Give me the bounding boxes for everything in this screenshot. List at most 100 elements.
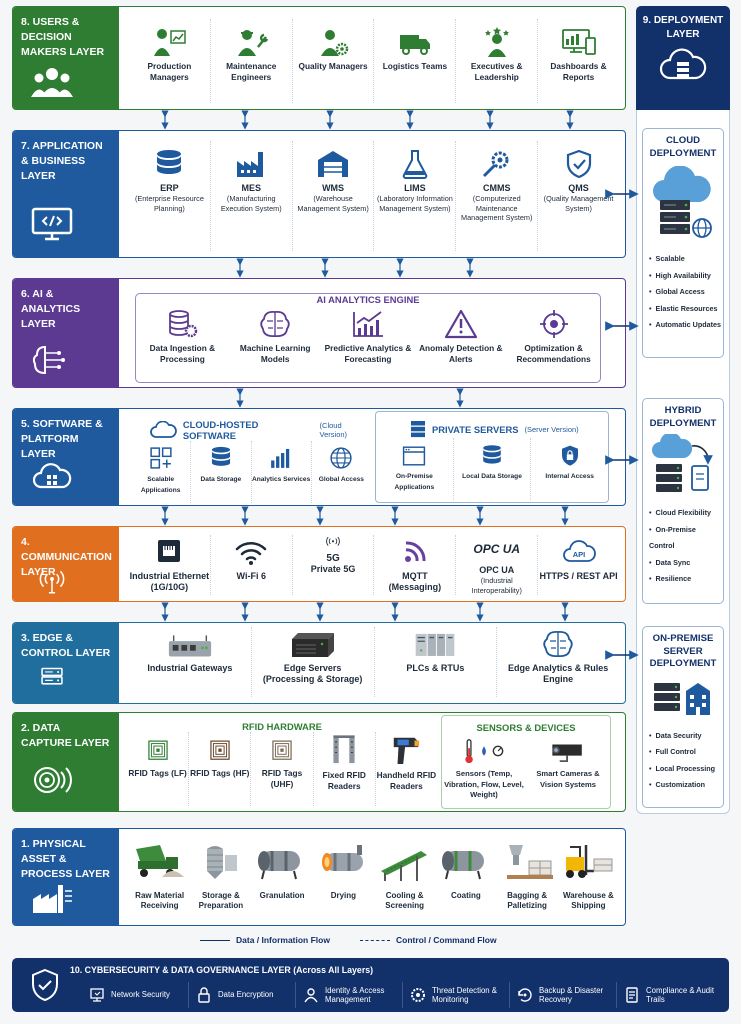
comm-sub: (1G/10G) <box>150 582 189 592</box>
layer-software-title: 5. Software & Platform Layer <box>21 418 103 460</box>
sensor-cameras: Smart Cameras & Vision Systems <box>526 733 610 805</box>
app-sub: (Laboratory Information Management Syste… <box>376 194 453 213</box>
layer-application-title: 7. Application & Business Layer <box>21 140 103 182</box>
comm-rest-api: API HTTPS / REST API <box>537 535 619 595</box>
rfid-tag-lf: RFID Tags (LF) <box>127 732 188 806</box>
layer-capture-title: 2. Data Capture Layer <box>21 722 110 749</box>
comm-mqtt: MQTT (Messaging) <box>373 535 455 595</box>
process-coating: Coating <box>435 833 496 919</box>
app-wms: WMS (Warehouse Management System) <box>291 141 374 251</box>
process-label: Granulation <box>259 891 305 900</box>
software-item-label: Data Storage <box>200 476 242 483</box>
deploy-point: Customization <box>649 777 723 794</box>
software-item-label: Scalable Applications <box>140 476 181 494</box>
rfid-signal-icon <box>34 767 72 793</box>
mqtt-icon <box>404 541 426 562</box>
audit-icon <box>626 987 638 1003</box>
layer-ai: 6. AI & Analytics Layer AI ANALYTICS ENG… <box>12 278 626 388</box>
lock-icon <box>198 987 210 1003</box>
process-label: Warehouse & Shipping <box>562 891 614 910</box>
layer-edge-title: 3. Edge & Control Layer <box>21 632 111 659</box>
sec-identity: Identity & Access Management <box>295 982 402 1008</box>
forklift-icon <box>566 845 613 878</box>
private-servers-title: PRIVATE SERVERS <box>432 423 519 435</box>
server-rack-icon <box>411 421 425 438</box>
users-group-icon <box>31 68 73 97</box>
apps-grid-icon <box>150 447 172 469</box>
data-gear-icon <box>169 310 198 338</box>
cloud-software-sub: (Cloud Version) <box>319 421 348 439</box>
process-label: Coating <box>450 891 481 900</box>
app-cmms: CMMS (Computerized Maintenance Managemen… <box>455 141 537 251</box>
deploy-hybrid: Hybrid Deployment Cloud Flexibility On-P… <box>642 398 724 604</box>
api-cloud-icon: API <box>562 540 596 562</box>
software-item-label: Internal Access <box>545 473 594 480</box>
app-title: QMS <box>568 183 589 193</box>
layer-application: 7. Application & Business Layer ERP (Ent… <box>12 130 626 258</box>
hybrid-sync-icon <box>652 432 713 492</box>
rfid-hardware-section: RFID HARDWARE RFID Tags (LF) RFID Tags (… <box>127 713 437 811</box>
app-title: CMMS <box>482 183 511 193</box>
process-granulation: Granulation <box>252 833 313 919</box>
executive-stars-icon <box>484 27 509 57</box>
fixed-reader-icon <box>333 735 355 764</box>
ai-optimization: Optimization & Recommendations <box>507 305 600 383</box>
deployment-title: 9. Deployment Layer <box>642 15 724 40</box>
layer-capture-label: 2. Data Capture Layer <box>13 713 119 811</box>
shield-check-icon <box>566 149 591 179</box>
deploy-point: Local Processing <box>649 761 723 778</box>
bagging-icon <box>507 845 554 879</box>
sensors-section: SENSORS & DEVICES Sensors (Temp, Vibrati… <box>441 715 611 809</box>
security-title: 10. CYBERSECURITY & DATA GOVERNANCE LAYE… <box>70 965 374 975</box>
app-sub: (Computerized Maintenance Management Sys… <box>461 194 533 222</box>
cloud-server-icon <box>659 48 707 80</box>
flask-icon <box>402 150 428 179</box>
database-icon <box>157 150 182 174</box>
user-label: Production Managers <box>147 61 192 82</box>
manager-chart-icon <box>154 29 187 56</box>
gateway-icon <box>168 635 211 657</box>
opcua-icon: OPC UA <box>473 537 520 561</box>
cloud-apps-icon <box>32 463 72 489</box>
sec-item-label: Compliance & Audit Trails <box>646 985 715 1005</box>
layer-ai-label: 6. AI & Analytics Layer <box>13 279 119 387</box>
rfid-item-label: RFID Tags (UHF) <box>261 768 303 789</box>
warning-icon <box>444 309 477 339</box>
process-drying: Drying <box>313 833 374 919</box>
rfid-item-label: RFID Tags (HF) <box>190 768 250 778</box>
deploy-hybrid-title: Hybrid Deployment <box>649 405 717 429</box>
rfid-tag-uhf: RFID Tags (UHF) <box>250 732 312 806</box>
process-bagging: Bagging & Palletizing <box>497 833 558 919</box>
rfid-tag-lf-icon <box>147 740 168 760</box>
onprem-building-icon <box>654 682 710 715</box>
silo-icon <box>206 846 237 879</box>
process-label: Drying <box>330 891 357 900</box>
legend-control-flow-label: Control / Command Flow <box>395 935 497 945</box>
truck-dump-icon <box>135 845 184 877</box>
app-sub: (Quality Management System) <box>543 194 614 213</box>
user-label: Quality Managers <box>298 61 368 71</box>
rfid-item-label: RFID Tags (LF) <box>128 768 187 778</box>
dryer-icon <box>322 845 364 871</box>
cloud-software-section: CLOUD-HOSTED SOFTWARE (Cloud Version) Sc… <box>131 409 371 505</box>
layer-communication-label: 4. Communication Layer <box>13 527 119 601</box>
arrows-users-app <box>161 110 574 130</box>
camera-icon <box>552 744 582 763</box>
layer-edge: 3. Edge & Control Layer Industrial Gatew… <box>12 622 626 704</box>
target-icon <box>539 310 568 338</box>
deploy-onprem-title: On-Premise Server Deployment <box>649 633 717 669</box>
layer-users: 8. Users & Decision Makers Layer Product… <box>12 6 626 110</box>
ai-item-label: Optimization & Recommendations <box>516 343 591 364</box>
monitor-code-icon <box>31 207 73 241</box>
private-servers-section: PRIVATE SERVERS (Server Version) On-Prem… <box>375 411 609 503</box>
process-storage: Storage & Preparation <box>190 833 251 919</box>
arrows-deployment <box>605 189 639 660</box>
coater-icon <box>441 851 484 880</box>
quality-gear-icon <box>321 30 349 56</box>
arrows-ai-software <box>236 388 464 408</box>
handheld-reader-icon <box>394 737 420 765</box>
rfid-item-label: Fixed RFID Readers <box>322 770 366 791</box>
deploy-point: High Availability <box>649 268 723 285</box>
arrows-software-comm <box>161 506 569 526</box>
comm-title: HTTPS / REST API <box>539 571 618 581</box>
